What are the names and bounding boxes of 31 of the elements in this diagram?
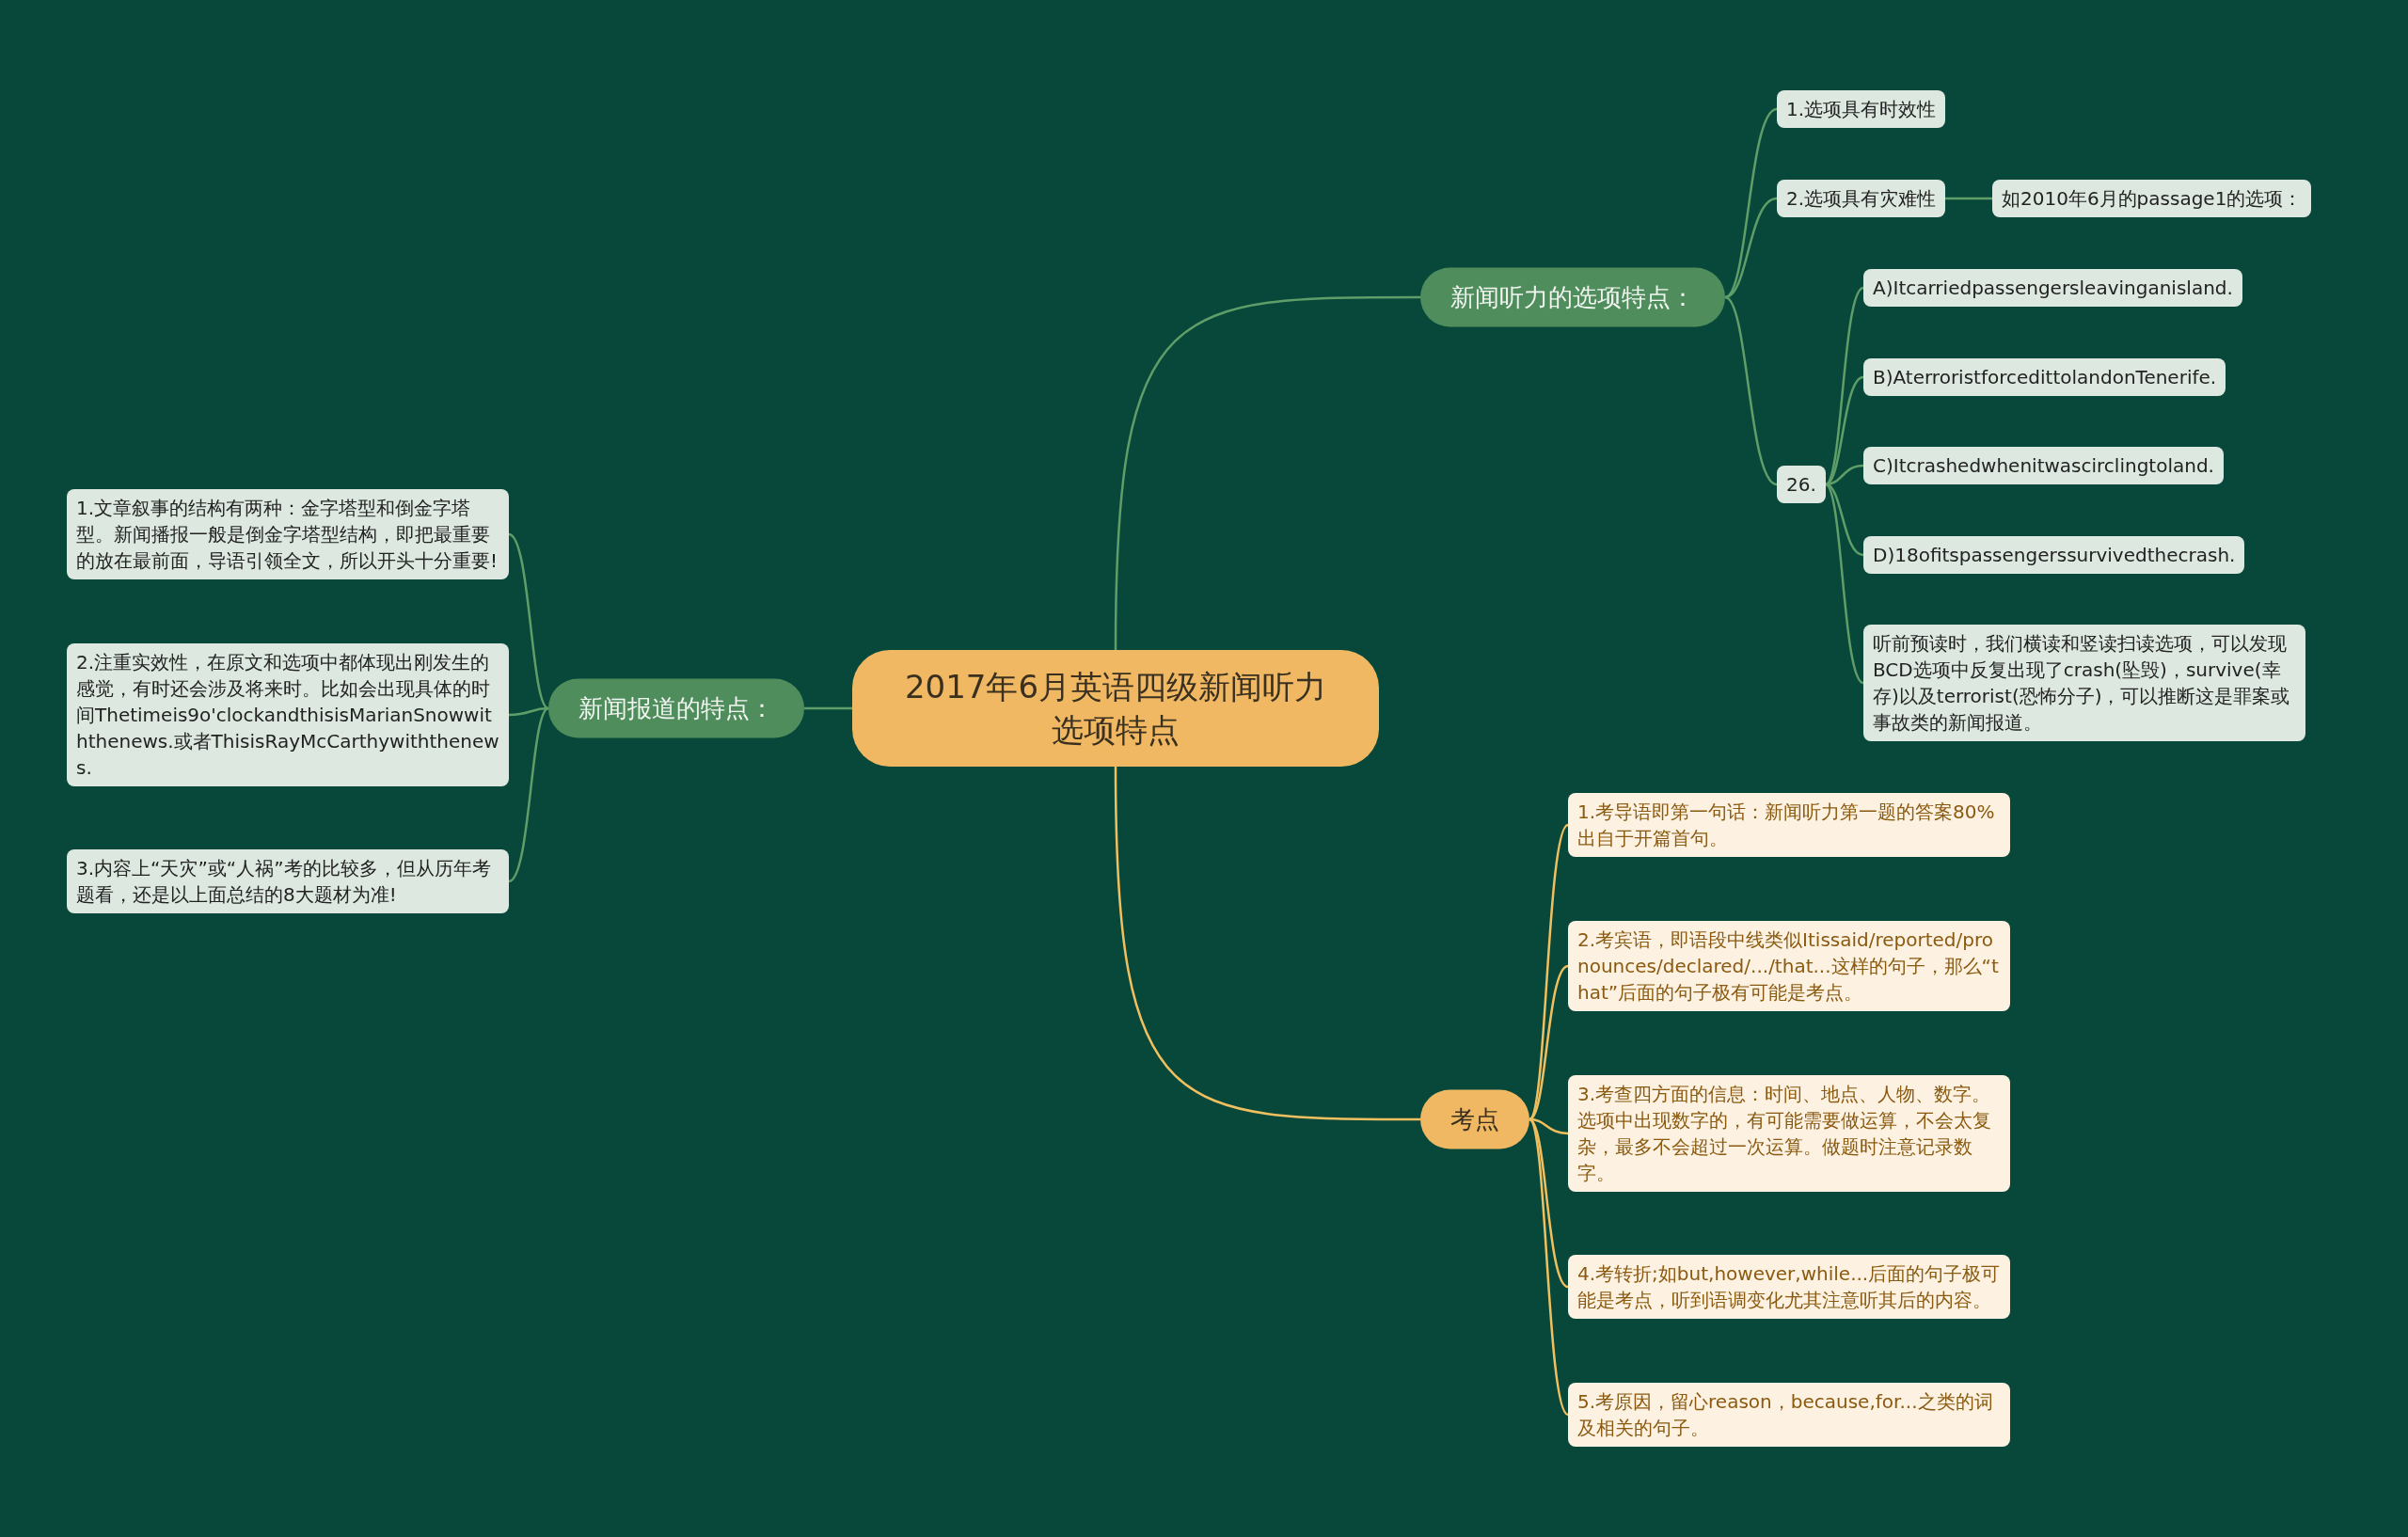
leaf-topic: 3.内容上“天灾”或“人祸”考的比较多，但从历年考题看，还是以上面总结的8大题材为准! xyxy=(67,849,509,913)
branch-line xyxy=(1114,767,1420,1121)
branch-line xyxy=(804,706,852,710)
branch-topic: 考点 xyxy=(1420,1089,1529,1149)
leaf-topic: 1.选项具有时效性 xyxy=(1777,90,1946,128)
leaf-topic: 听前预读时，我们横读和竖读扫读选项，可以发现BCD选项中反复出现了crash(坠毁)，survive(幸存)以及terrorist(恐怖分子)，可以推断这是罪案或事故类的新闻报道。 xyxy=(1863,625,2305,741)
leaf-topic: D)18ofitspassengerssurvivedthecrash. xyxy=(1863,536,2245,574)
leaf-topic: 4.考转折;如but,however,while...后面的句子极可能是考点，听到语调变化尤其注意听其后的内容。 xyxy=(1568,1255,2010,1319)
leaf-topic: A)Itcarriedpassengersleavinganisland. xyxy=(1863,269,2242,307)
branch-line xyxy=(508,706,549,717)
central-topic: 2017年6月英语四级新闻听力选项特点 xyxy=(852,650,1379,767)
leaf-topic: C)Itcrashedwhenitwascirclingtoland. xyxy=(1863,447,2224,484)
branch-line xyxy=(1724,295,1778,486)
branch-line xyxy=(508,532,549,709)
leaf-topic: 2.注重实效性，在原文和选项中都体现出刚发生的感觉，有时还会涉及将来时。比如会出现具体的时间Thetimeis9o'clockandthisisMarianSnowwiththenews.或者ThisisRayMcCarthywiththenews. xyxy=(67,643,509,786)
leaf-topic: 2.考宾语，即语段中线类似Itissaid/reported/pronounces/declared/.../that...这样的句子，那么“that”后面的句子极有可能是考点。 xyxy=(1568,921,2010,1011)
leaf-topic: 5.考原因，留心reason，because,for...之类的词及相关的句子。 xyxy=(1568,1383,2010,1447)
leaf-topic: 1.文章叙事的结构有两种：金字塔型和倒金字塔型。新闻播报一般是倒金字塔型结构，即把最重要的放在最前面，导语引领全文，所以开头十分重要! xyxy=(67,489,509,579)
branch-line xyxy=(1824,483,1864,684)
leaf-topic: 3.考查四方面的信息：时间、地点、人物、数字。选项中出现数字的，有可能需要做运算，不会太复杂，最多不会超过一次运算。做题时注意记录数字。 xyxy=(1568,1075,2010,1192)
leaf-topic: 26. xyxy=(1777,466,1826,503)
leaf-topic: B)AterroristforcedittolandonTenerife. xyxy=(1863,358,2226,396)
leaf-topic: 2.选项具有灾难性 xyxy=(1777,180,1946,217)
leaf-topic: 如2010年6月的passage1的选项： xyxy=(1992,180,2312,217)
branch-topic: 新闻报道的特点： xyxy=(548,678,804,738)
branch-line xyxy=(1945,197,1992,200)
branch-line xyxy=(1529,964,1569,1120)
leaf-topic: 1.考导语即第一句话：新闻听力第一题的答案80%出自于开篇首句。 xyxy=(1568,793,2010,857)
branch-line xyxy=(1114,295,1420,650)
branch-topic: 新闻听力的选项特点： xyxy=(1420,267,1725,327)
branch-line xyxy=(508,707,549,883)
